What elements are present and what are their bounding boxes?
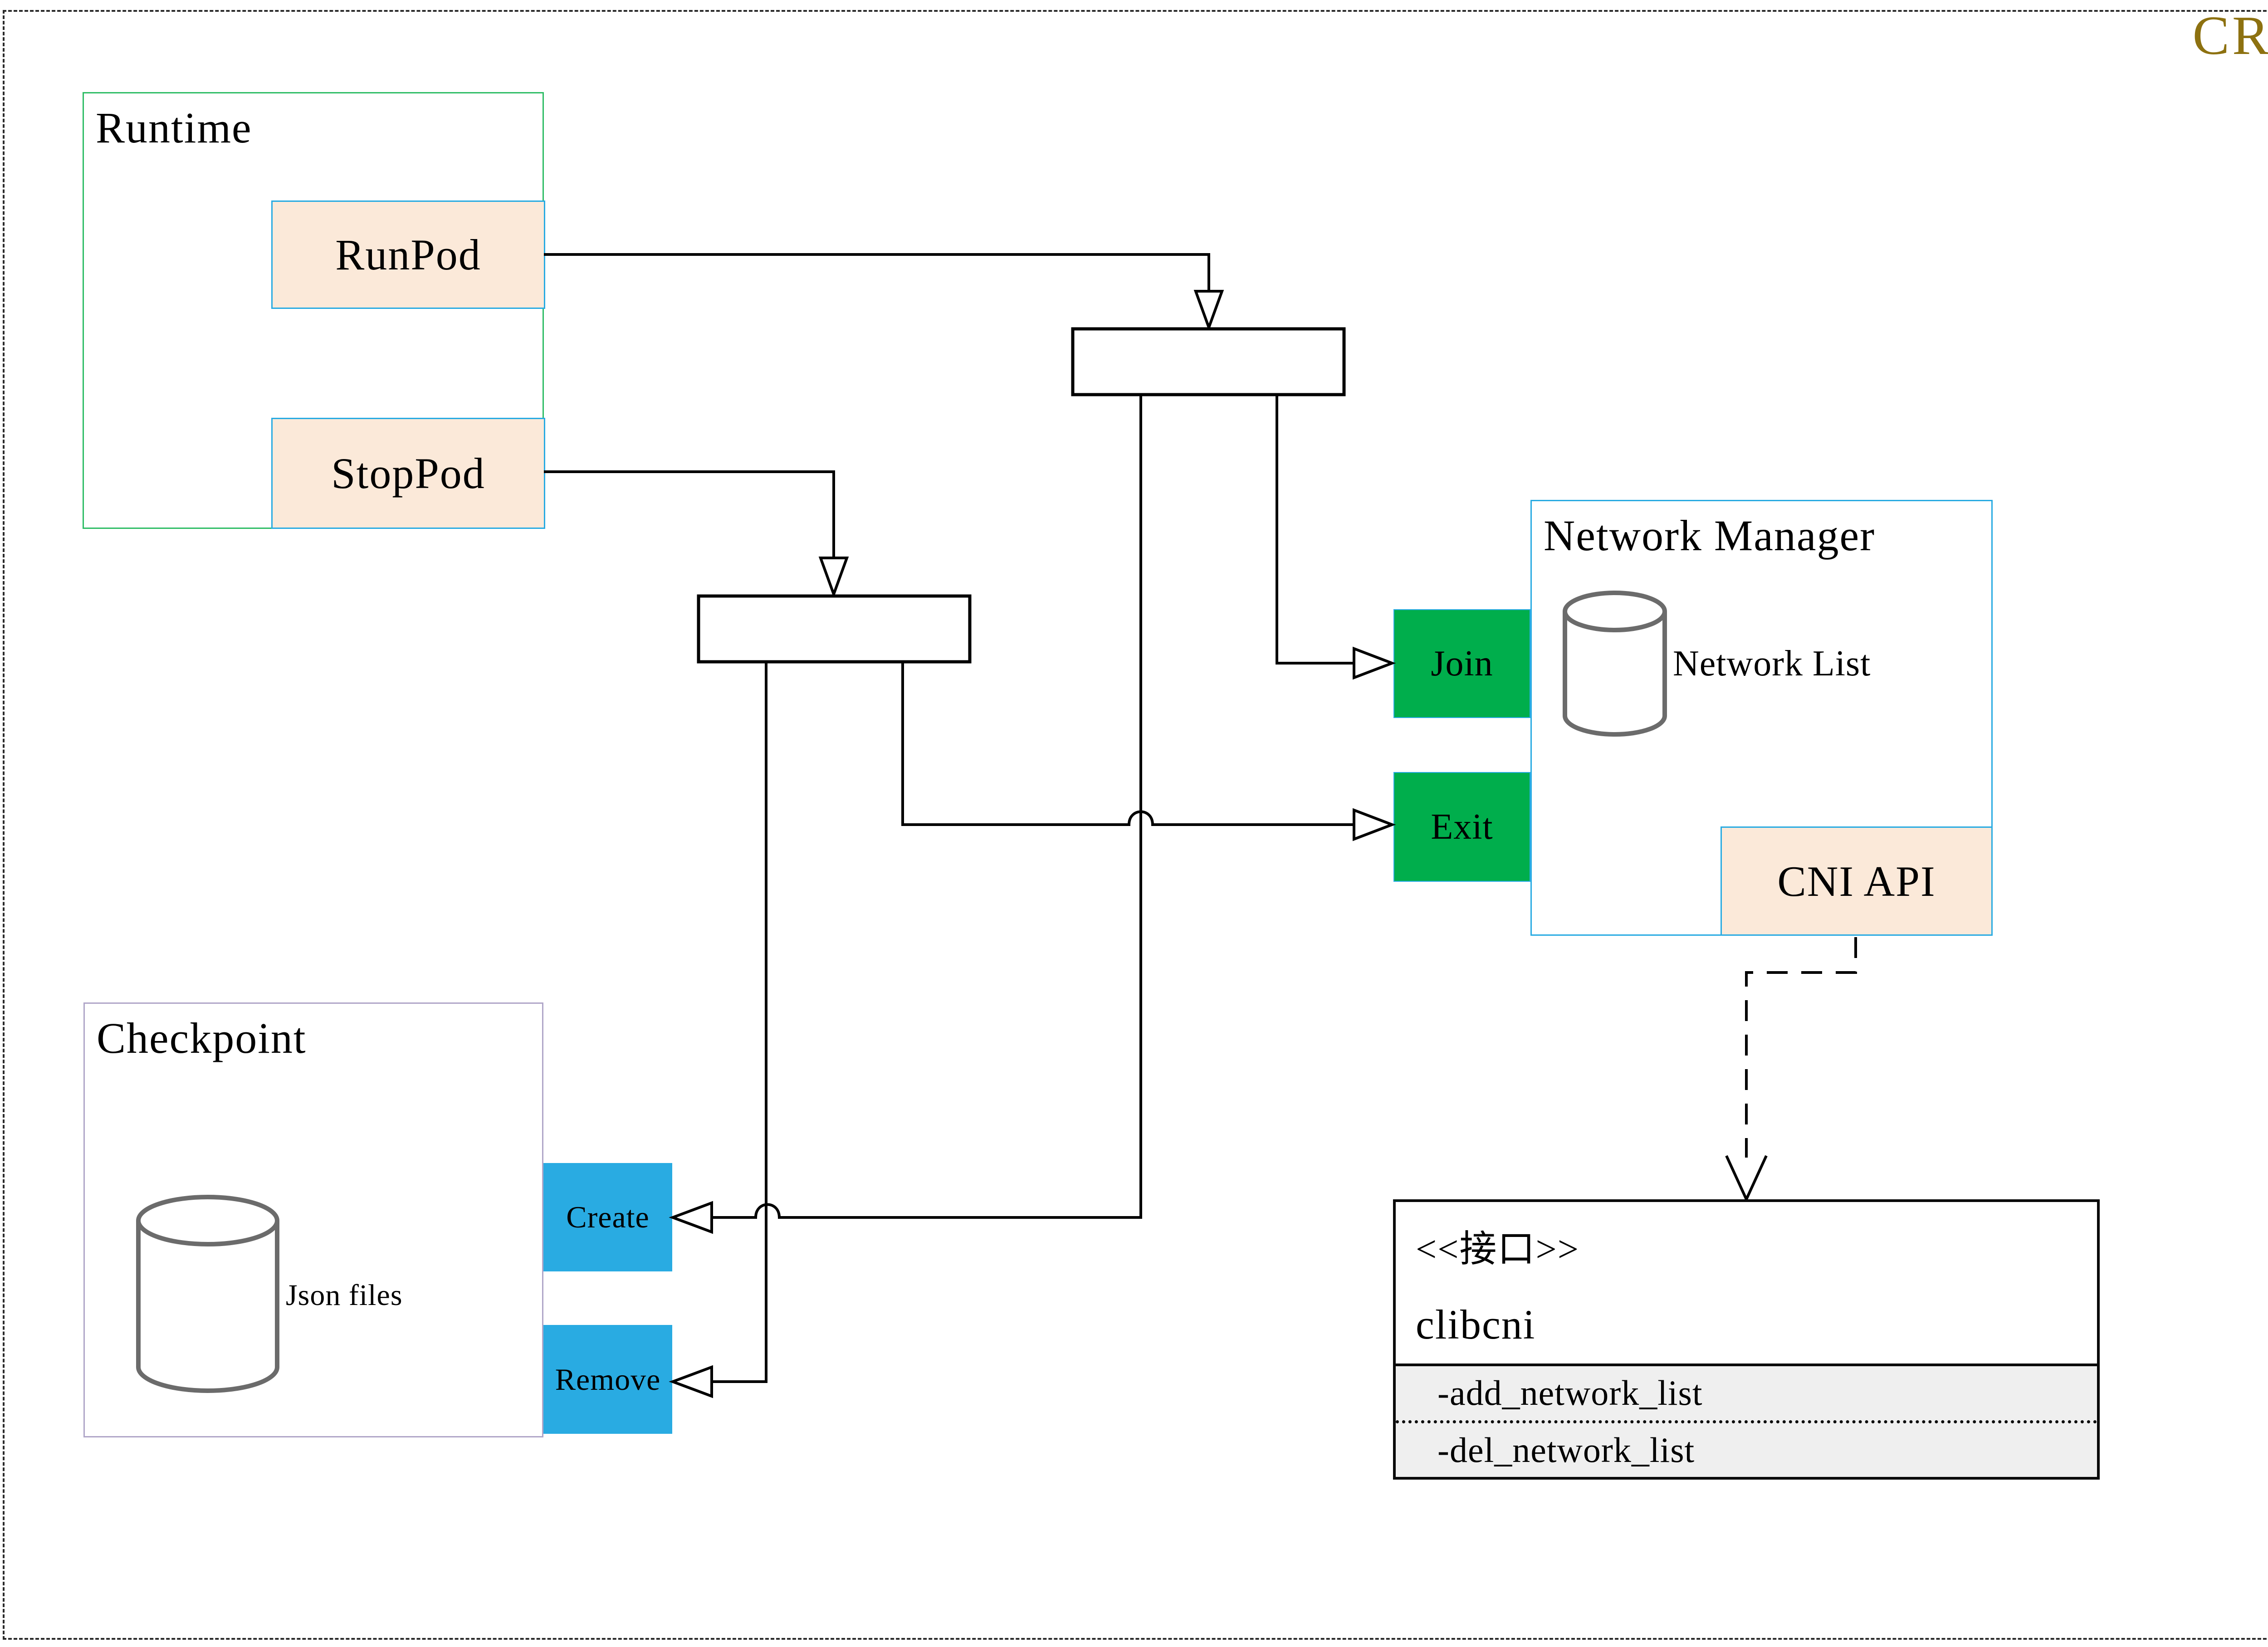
- cni-api-chip: CNI API: [1721, 826, 1993, 936]
- stoppod-flow-line: [544, 470, 835, 557]
- arrow-left-icon: [669, 1201, 713, 1234]
- cni-dependency-dashed-line: [1745, 937, 1857, 1158]
- diagram-title: CRI: [2192, 5, 2268, 66]
- junction-box-2: [697, 594, 972, 664]
- method-add-network-list: -add_network_list: [1396, 1366, 2097, 1423]
- exit-label: Exit: [1431, 806, 1493, 847]
- runtime-label: Runtime: [96, 103, 252, 152]
- junction-box-1: [1071, 327, 1346, 396]
- interface-name: clibcni: [1416, 1301, 1536, 1348]
- join-chip: Join: [1393, 609, 1530, 718]
- method-del-network-list: -del_network_list: [1437, 1430, 1695, 1470]
- join-label: Join: [1431, 643, 1493, 684]
- arrow-down-icon: [1193, 290, 1224, 332]
- runpod-chip: RunPod: [271, 200, 545, 309]
- remove-label: Remove: [555, 1362, 661, 1397]
- checkpoint-label: Checkpoint: [97, 1014, 307, 1062]
- runpod-flow-line: [544, 253, 1210, 290]
- checkpoint-box: Checkpoint: [83, 1002, 543, 1437]
- arrow-right-icon: [1353, 808, 1396, 841]
- network-list-label: Network List: [1673, 644, 1871, 684]
- clibcni-methods-section: -add_network_list -del_network_list: [1396, 1364, 2097, 1477]
- create-chip: Create: [543, 1163, 672, 1271]
- exit-flow-line: [901, 662, 1354, 826]
- clibcni-interface-box: <<接口>> clibcni -add_network_list -del_ne…: [1393, 1199, 2100, 1480]
- interface-stereotype: <<接口>>: [1416, 1228, 1579, 1270]
- runpod-label: RunPod: [335, 230, 481, 279]
- remove-flow-line: [712, 662, 767, 1383]
- json-files-label: Json files: [286, 1279, 403, 1312]
- exit-chip: Exit: [1393, 772, 1530, 882]
- stoppod-chip: StopPod: [271, 418, 545, 529]
- create-label: Create: [566, 1200, 650, 1234]
- clibcni-header: <<接口>> clibcni: [1396, 1202, 2097, 1364]
- stoppod-label: StopPod: [331, 449, 485, 498]
- arrow-down-icon: [818, 557, 849, 598]
- arrow-right-icon: [1353, 646, 1396, 680]
- network-manager-label: Network Manager: [1544, 511, 1876, 560]
- join-flow-line: [1276, 395, 1354, 665]
- remove-chip: Remove: [543, 1325, 672, 1434]
- open-arrow-down-icon: [1725, 1155, 1768, 1200]
- cni-api-label: CNI API: [1777, 857, 1936, 905]
- create-flow-line: [712, 395, 1142, 1219]
- arrow-left-icon: [669, 1365, 713, 1398]
